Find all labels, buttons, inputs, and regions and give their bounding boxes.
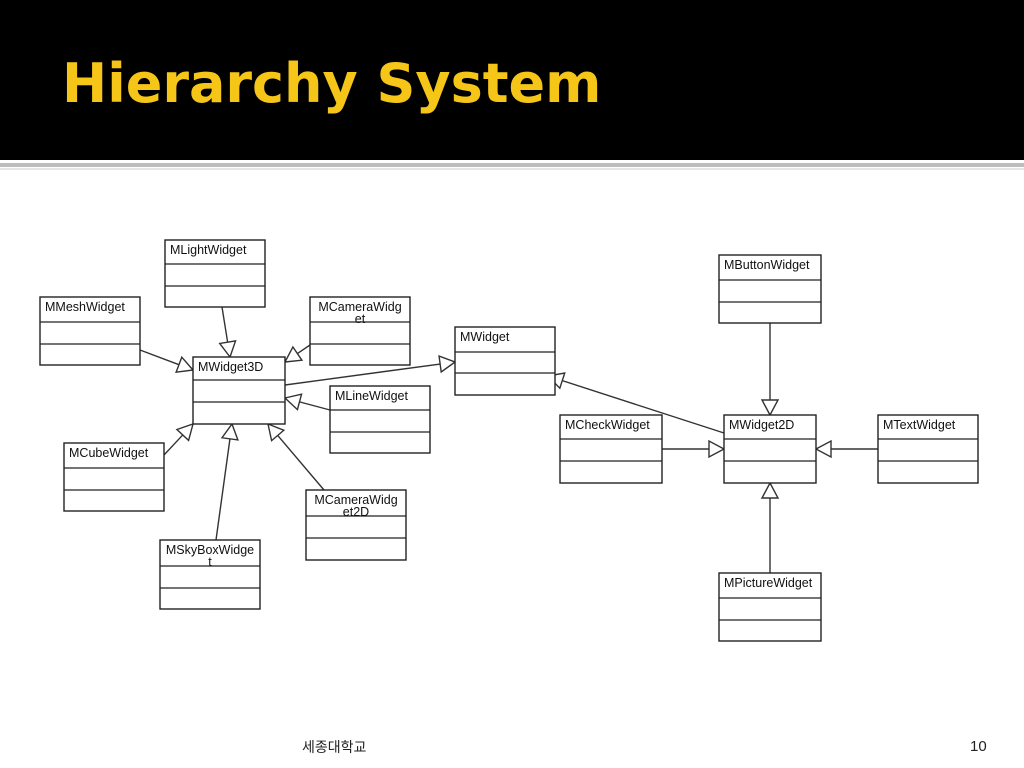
class-box-mwidget: MWidget [454,326,556,396]
class-name-mcamera2d-line1: MCameraWidg [314,493,397,507]
title-divider-light [0,168,1024,170]
class-name-mwidget: MWidget [460,330,510,344]
inheritance-line-mwidget2d [562,379,725,434]
class-box-mmesh: MMeshWidget [39,296,141,366]
inheritance-arrowhead-mpicture [760,481,780,499]
class-name-mbutton: MButtonWidget [724,258,810,272]
class-box-mcheck: MCheckWidget [559,414,663,484]
inheritance-arrowhead-mwidget3d [438,355,457,374]
class-box-mtext: MTextWidget [877,414,979,484]
class-name-mwidget3d: MWidget3D [198,360,263,374]
inheritance-arrowhead-mcamera [283,345,304,363]
inheritance-line-mline [299,401,331,411]
inheritance-line-mcamera [297,344,311,355]
page-number: 10 [970,738,987,755]
class-box-mbutton: MButtonWidget [718,254,822,324]
class-box-mlight: MLightWidget [164,239,266,308]
class-name-mskybox-line2: t [208,555,212,569]
class-name-mline: MLineWidget [335,389,408,403]
inheritance-line-mcamera2d [277,434,325,491]
class-name-mtext: MTextWidget [883,418,956,432]
class-name-mskybox-line1: MSkyBoxWidge [166,543,254,557]
class-name-mpicture: MPictureWidget [724,576,813,590]
inheritance-arrowhead-mcheck [708,439,726,459]
class-name-mmesh: MMeshWidget [45,300,125,314]
inheritance-line-mlight [221,306,229,343]
inheritance-arrowhead-mline [283,393,303,411]
inheritance-arrowhead-mtext [814,439,832,459]
class-name-mcamera2d-line2: et2D [343,505,369,519]
class-name-mcube: MCubeWidget [69,446,149,460]
class-box-mwidget3d: MWidget3D [192,356,286,425]
footer-organization: 세종대학교 [302,740,367,756]
inheritance-arrowhead-mcamera2d [267,422,286,442]
inheritance-arrowhead-mskybox [220,422,239,441]
class-box-mpicture: MPictureWidget [718,572,822,642]
inheritance-arrowhead-mbutton [760,399,780,417]
class-name-mcheck: MCheckWidget [565,418,650,432]
class-box-mcube: MCubeWidget [63,442,165,512]
class-box-mline: MLineWidget [329,385,431,454]
inheritance-line-mwidget3d [284,363,441,386]
class-name-mlight: MLightWidget [170,243,247,257]
title-bar [0,0,1024,160]
class-name-mcamera-line1: MCameraWidg [318,300,401,314]
slide-title: Hierarchy System [62,52,602,115]
inheritance-line-mcube [163,434,184,456]
class-box-mwidget2d: MWidget2D [723,414,817,484]
inheritance-arrowhead-mcube [175,422,195,442]
inheritance-arrowhead-mlight [218,340,237,359]
inheritance-line-mmesh [139,349,180,366]
class-name-mcamera-line2: et [355,312,366,326]
inheritance-arrowhead-mmesh [175,355,195,374]
class-name-mwidget2d: MWidget2D [729,418,794,432]
inheritance-line-mskybox [215,438,231,541]
title-divider [0,163,1024,167]
